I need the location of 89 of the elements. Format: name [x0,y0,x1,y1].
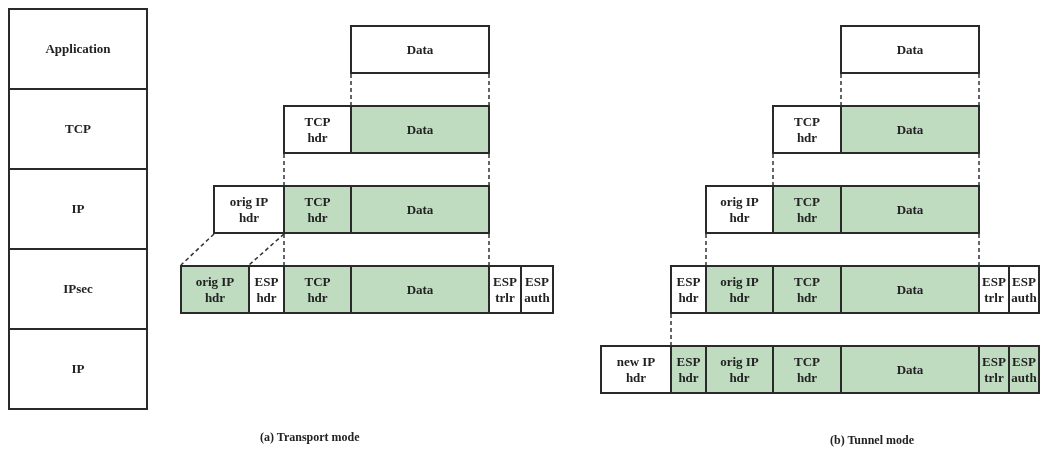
field-box [840,185,980,234]
field-box [772,105,842,154]
field-label: IP [71,201,85,217]
field-box [283,105,352,154]
field-box [283,185,352,234]
layer-box [8,328,148,410]
field-box [705,185,774,234]
connector-line [283,233,285,266]
field-label: Data [896,201,924,218]
field-box [488,265,522,314]
field-box [772,345,842,394]
field-label: Data [896,281,924,298]
field-label: Data [406,41,434,58]
connector-line [705,233,707,266]
layer-box [8,8,148,90]
field-box [840,25,980,74]
connector-line [488,233,490,266]
field-box [670,345,707,394]
field-box [350,185,490,234]
field-label: Data [896,361,924,378]
connector-line [772,153,774,186]
field-label: ESP auth [1010,273,1038,306]
caption: (b) Tunnel mode [830,433,915,448]
layer-box [8,168,148,250]
field-label: TCP [65,121,91,137]
field-label: ESP auth [1010,353,1038,386]
field-box [350,25,490,74]
field-label: orig IP hdr [719,273,760,306]
connector-line [180,233,215,266]
connector-line [488,73,490,106]
layer-box [8,88,148,170]
connector-line [978,73,980,106]
field-box [705,345,774,394]
field-box [1008,265,1040,314]
field-label: Application [45,41,111,57]
field-label: ESP trlr [492,273,518,306]
layer-box [8,248,148,330]
field-box [772,265,842,314]
field-label: ESP hdr [253,273,280,306]
field-box [283,265,352,314]
connector-line [350,73,352,106]
field-box [600,345,672,394]
field-label: ESP auth [523,273,551,306]
connector-line [488,153,490,186]
field-box [840,265,980,314]
field-label: Data [406,281,434,298]
field-box [978,265,1010,314]
field-label: TCP hdr [793,193,821,226]
field-label: TCP hdr [303,193,332,226]
field-label: ESP hdr [675,353,702,386]
field-label: orig IP hdr [194,273,236,306]
field-box [705,265,774,314]
field-label: TCP hdr [303,273,332,306]
field-label: TCP hdr [793,353,821,386]
field-box [520,265,554,314]
connector-line [978,233,980,266]
field-label: Data [406,201,434,218]
field-box [772,185,842,234]
field-label: IP [71,361,85,377]
field-label: orig IP hdr [719,193,760,226]
connector-line [248,233,285,266]
connector-line [670,313,672,346]
field-box [248,265,285,314]
field-label: TCP hdr [793,113,821,146]
caption: (a) Transport mode [260,430,360,445]
field-box [350,105,490,154]
field-box [213,185,285,234]
field-label: orig IP hdr [228,193,270,226]
connector-line [283,153,285,186]
connector-line [840,73,842,106]
field-label: Data [896,41,924,58]
field-box [670,265,707,314]
field-box [1008,345,1040,394]
field-box [350,265,490,314]
field-label: Data [896,121,924,138]
connector-line [978,153,980,186]
field-box [180,265,250,314]
field-box [840,105,980,154]
field-label: ESP trlr [981,353,1007,386]
field-label: orig IP hdr [719,353,760,386]
field-label: ESP trlr [981,273,1007,306]
field-label: Data [406,121,434,138]
field-label: ESP hdr [675,273,702,306]
field-box [978,345,1010,394]
field-label: TCP hdr [303,113,332,146]
field-box [840,345,980,394]
field-label: IPsec [63,281,93,297]
field-label: TCP hdr [793,273,821,306]
field-label: new IP hdr [615,353,657,386]
